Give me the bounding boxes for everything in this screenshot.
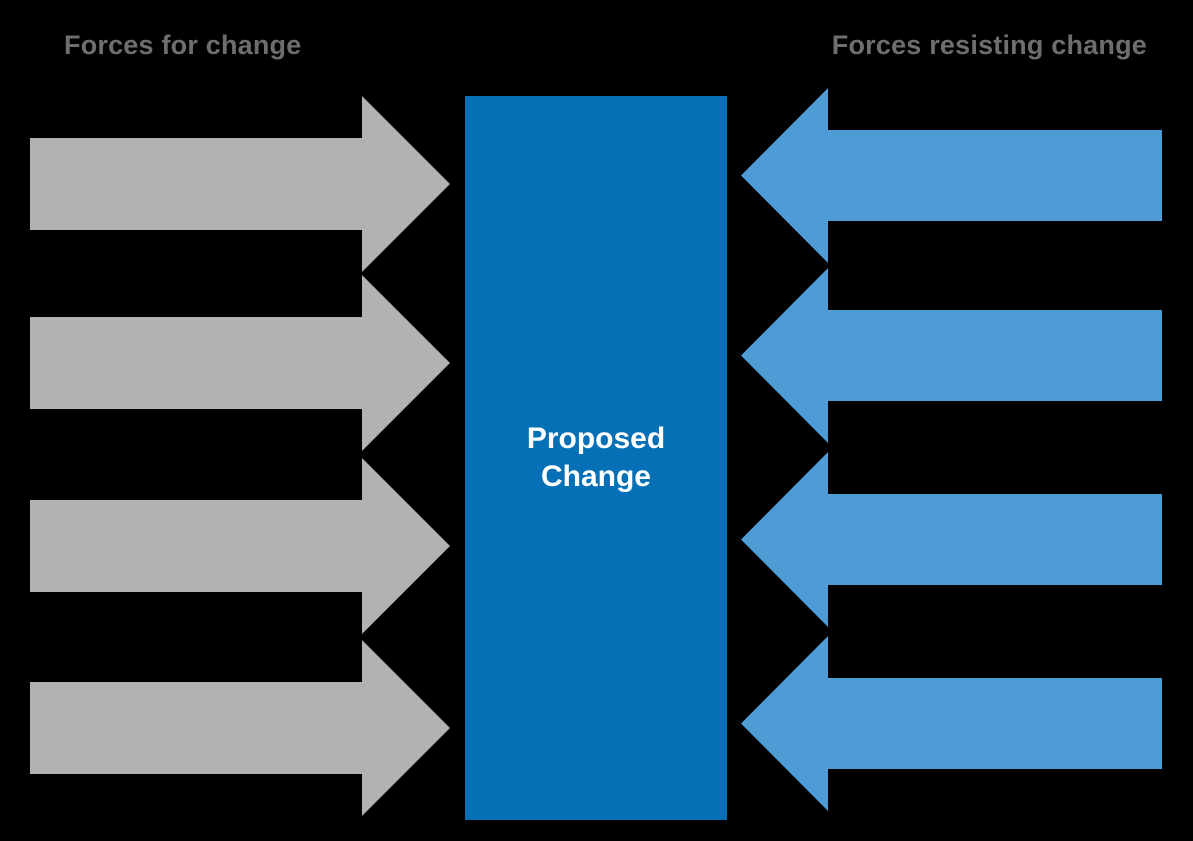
restraining-force-arrows (741, 88, 1162, 811)
driving-force-arrow-2 (30, 275, 450, 451)
header-forces-for-change: Forces for change (64, 30, 302, 60)
proposed-change-label: Proposed Change (526, 421, 666, 493)
driving-force-arrows (30, 96, 450, 816)
driving-force-arrow-3 (30, 458, 450, 634)
driving-force-arrow-4 (30, 640, 450, 816)
proposed-change-box: Proposed Change (465, 96, 727, 820)
restraining-force-arrow-3 (741, 452, 1162, 627)
driving-force-arrow-1 (30, 96, 450, 272)
restraining-force-arrow-4 (741, 636, 1162, 811)
restraining-force-arrow-1 (741, 88, 1162, 263)
header-forces-resisting-change: Forces resisting change (831, 30, 1147, 60)
restraining-force-arrow-2 (741, 268, 1162, 443)
